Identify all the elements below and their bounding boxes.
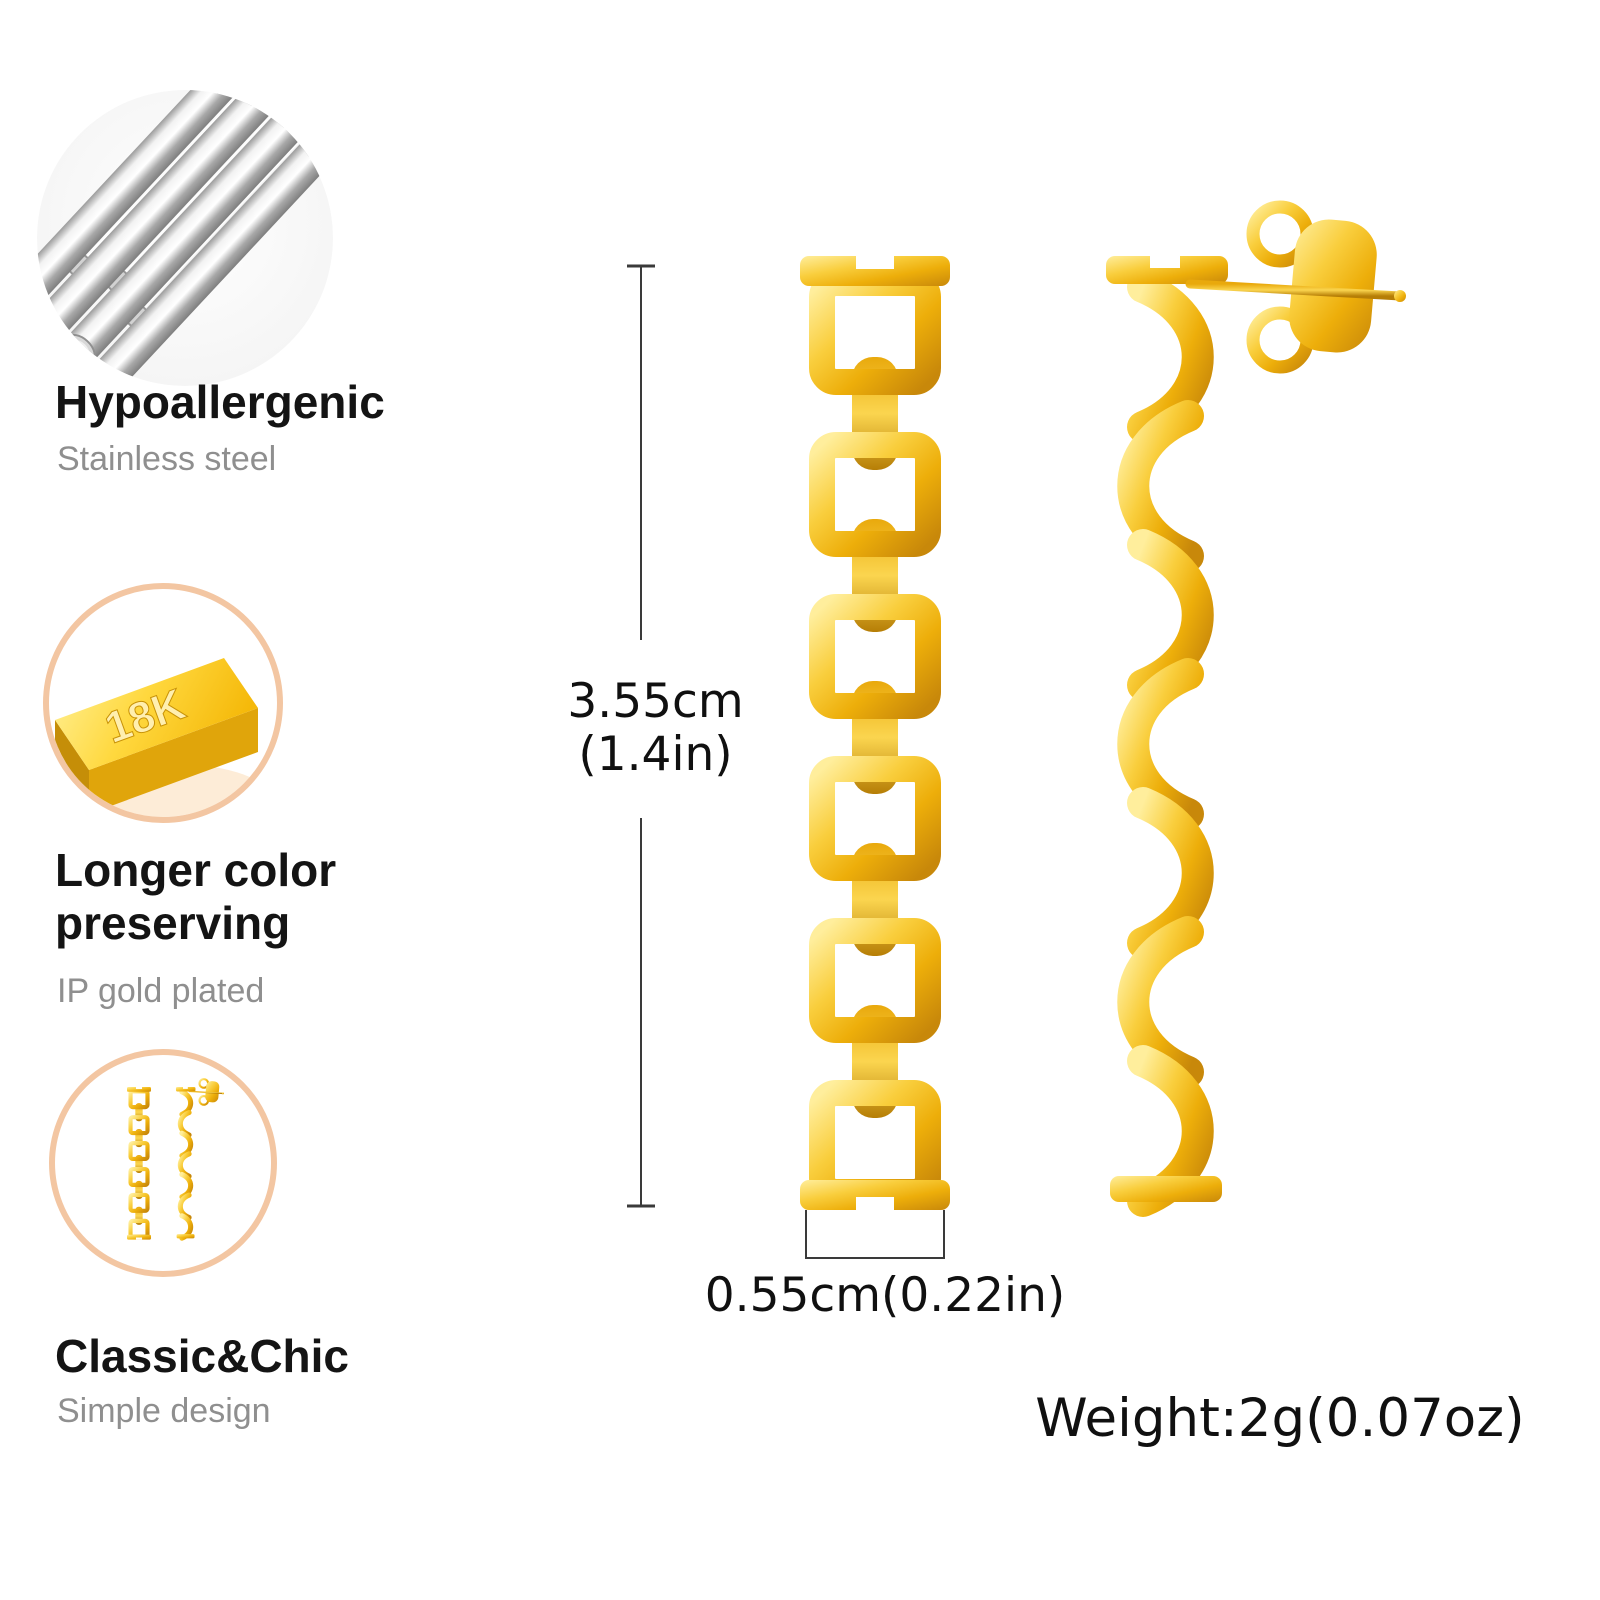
feature-1-title: Hypoallergenic xyxy=(55,376,385,428)
steel-rods-icon xyxy=(37,90,333,386)
feature-3-title: Classic&Chic xyxy=(55,1330,350,1382)
height-dimension-line xyxy=(627,264,655,1208)
feature-2-title: Longer color preserving xyxy=(55,844,337,950)
height-measurement-label: 3.55cm (1.4in) xyxy=(548,674,763,782)
gold-bar-icon: 18K xyxy=(43,583,283,823)
height-cm: 3.55cm xyxy=(567,674,744,729)
feature-1-subtitle: Stainless steel xyxy=(57,440,277,478)
width-dimension-line xyxy=(805,1210,945,1259)
feature-3-subtitle: Simple design xyxy=(57,1392,271,1430)
height-in: (1.4in) xyxy=(578,726,733,782)
feature-2-subtitle: IP gold plated xyxy=(57,972,265,1010)
earrings-icon xyxy=(49,1049,277,1277)
width-measurement-label: 0.55cm(0.22in) xyxy=(704,1268,1066,1323)
weight-label: Weight:2g(0.07oz) xyxy=(1035,1388,1525,1449)
